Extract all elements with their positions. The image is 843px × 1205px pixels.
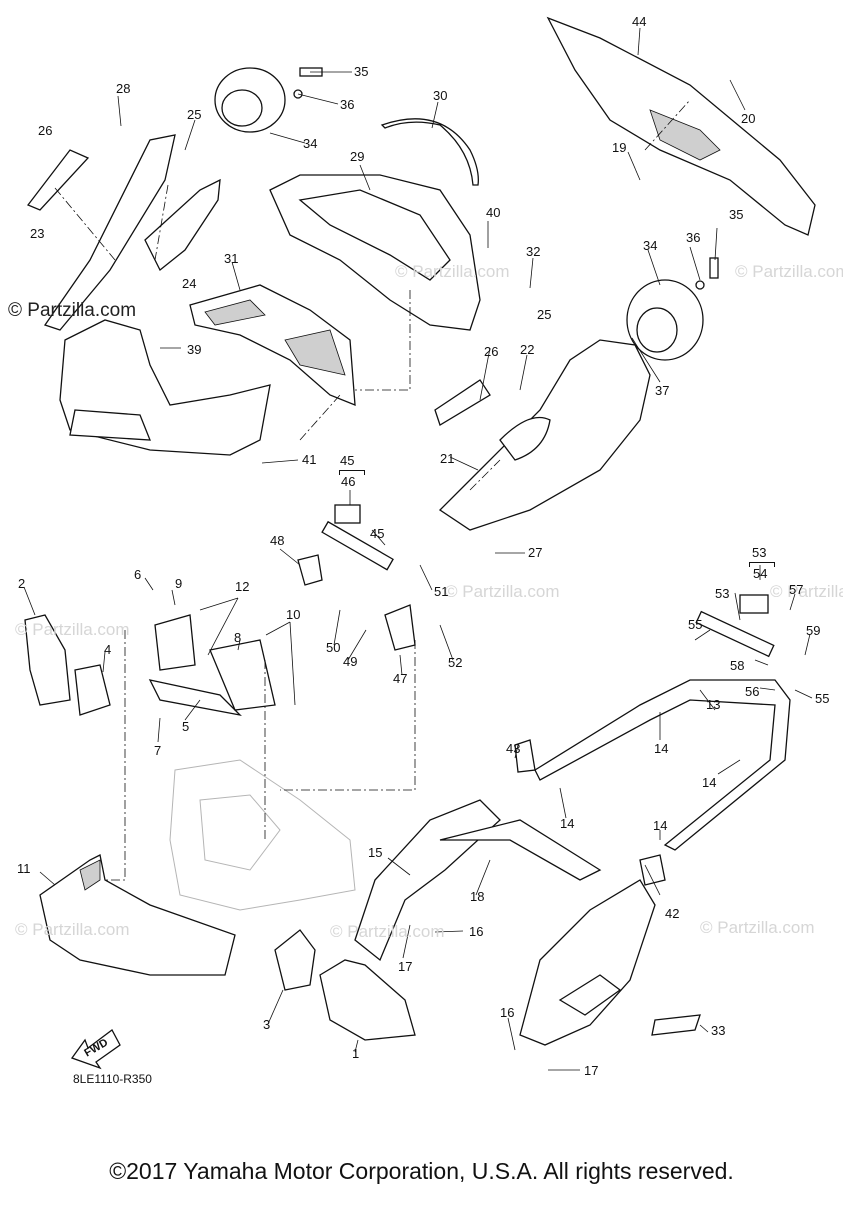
callout: 16 bbox=[500, 1005, 515, 1020]
callout: 13 bbox=[706, 697, 721, 712]
callout: 39 bbox=[187, 342, 202, 357]
callout: 14 bbox=[560, 816, 575, 831]
brand-watermark: © Partzilla.com bbox=[8, 300, 137, 321]
callout: 19 bbox=[612, 140, 627, 155]
callout: 55 bbox=[815, 691, 830, 706]
copyright-notice: ©2017 Yamaha Motor Corporation, U.S.A. A… bbox=[109, 1158, 734, 1184]
callout: 56 bbox=[745, 684, 760, 699]
callout: 57 bbox=[789, 582, 804, 597]
callout: 44 bbox=[632, 14, 647, 29]
callout: 45 bbox=[340, 453, 355, 468]
watermark: © Partzilla.com bbox=[15, 920, 130, 939]
watermark: © Partzilla.com bbox=[770, 582, 843, 601]
callout: 24 bbox=[182, 276, 197, 291]
callout: 53 bbox=[752, 545, 767, 560]
callout: 41 bbox=[302, 452, 317, 467]
callout: 3 bbox=[263, 1017, 271, 1032]
callout: 18 bbox=[470, 889, 485, 904]
callout: 25 bbox=[187, 107, 202, 122]
callout: 26 bbox=[484, 344, 499, 359]
callout: 27 bbox=[528, 545, 543, 560]
callout: 30 bbox=[433, 88, 448, 103]
callout: 37 bbox=[655, 383, 670, 398]
callout: 4 bbox=[104, 642, 112, 657]
watermark: © Partzilla.com bbox=[735, 262, 843, 281]
callout: 25 bbox=[537, 307, 552, 322]
callout: 17 bbox=[584, 1063, 599, 1078]
callout: 53 bbox=[715, 586, 730, 601]
callout: 2 bbox=[18, 576, 26, 591]
callout: 7 bbox=[154, 743, 162, 758]
callout: 31 bbox=[224, 251, 239, 266]
callout: 34 bbox=[303, 136, 318, 151]
callout: 29 bbox=[350, 149, 365, 164]
watermark: © Partzilla.com bbox=[15, 620, 130, 639]
callout: 17 bbox=[398, 959, 413, 974]
callout: 14 bbox=[653, 818, 668, 833]
callout: 54 bbox=[753, 566, 768, 581]
callout: 15 bbox=[368, 845, 383, 860]
callout: 52 bbox=[448, 655, 463, 670]
callout: 35 bbox=[354, 64, 369, 79]
callout: 28 bbox=[116, 81, 131, 96]
callout: 58 bbox=[730, 658, 745, 673]
callout: 40 bbox=[486, 205, 501, 220]
callout: 12 bbox=[235, 579, 250, 594]
callout: 48 bbox=[270, 533, 285, 548]
callout: 35 bbox=[729, 207, 744, 222]
callout: 49 bbox=[343, 654, 358, 669]
watermark: © Partzilla.com bbox=[395, 262, 510, 281]
callout: 26 bbox=[38, 123, 53, 138]
callout: 33 bbox=[711, 1023, 726, 1038]
callout: 10 bbox=[286, 607, 301, 622]
watermark: © Partzilla.com bbox=[700, 918, 815, 937]
diagram-code: 8LE1110-R350 bbox=[73, 1072, 152, 1086]
callout: 47 bbox=[393, 671, 408, 686]
callout: 14 bbox=[654, 741, 669, 756]
callout: 36 bbox=[340, 97, 355, 112]
callout: 34 bbox=[643, 238, 658, 253]
watermark: © Partzilla.com bbox=[445, 582, 560, 601]
callout: 9 bbox=[175, 576, 183, 591]
callout: 42 bbox=[665, 906, 680, 921]
callout: 11 bbox=[17, 861, 31, 876]
callout: 16 bbox=[469, 924, 484, 939]
callout: 1 bbox=[352, 1046, 360, 1061]
callout: 22 bbox=[520, 342, 535, 357]
callout: 55 bbox=[688, 617, 703, 632]
callout: 36 bbox=[686, 230, 701, 245]
callout: 21 bbox=[440, 451, 455, 466]
callout: 5 bbox=[182, 719, 190, 734]
callout: 59 bbox=[806, 623, 821, 638]
callout: 23 bbox=[30, 226, 45, 241]
callout: 6 bbox=[134, 567, 142, 582]
callout: 14 bbox=[702, 775, 717, 790]
group-bracket bbox=[749, 562, 775, 567]
callout: 32 bbox=[526, 244, 541, 259]
callout: 20 bbox=[741, 111, 756, 126]
callout: 46 bbox=[341, 474, 356, 489]
callout: 51 bbox=[434, 584, 449, 599]
watermark: © Partzilla.com bbox=[330, 922, 445, 941]
group-bracket bbox=[339, 470, 365, 475]
callout: 8 bbox=[234, 630, 242, 645]
callout: 43 bbox=[506, 741, 521, 756]
callout: 45 bbox=[370, 526, 385, 541]
callout: 50 bbox=[326, 640, 341, 655]
